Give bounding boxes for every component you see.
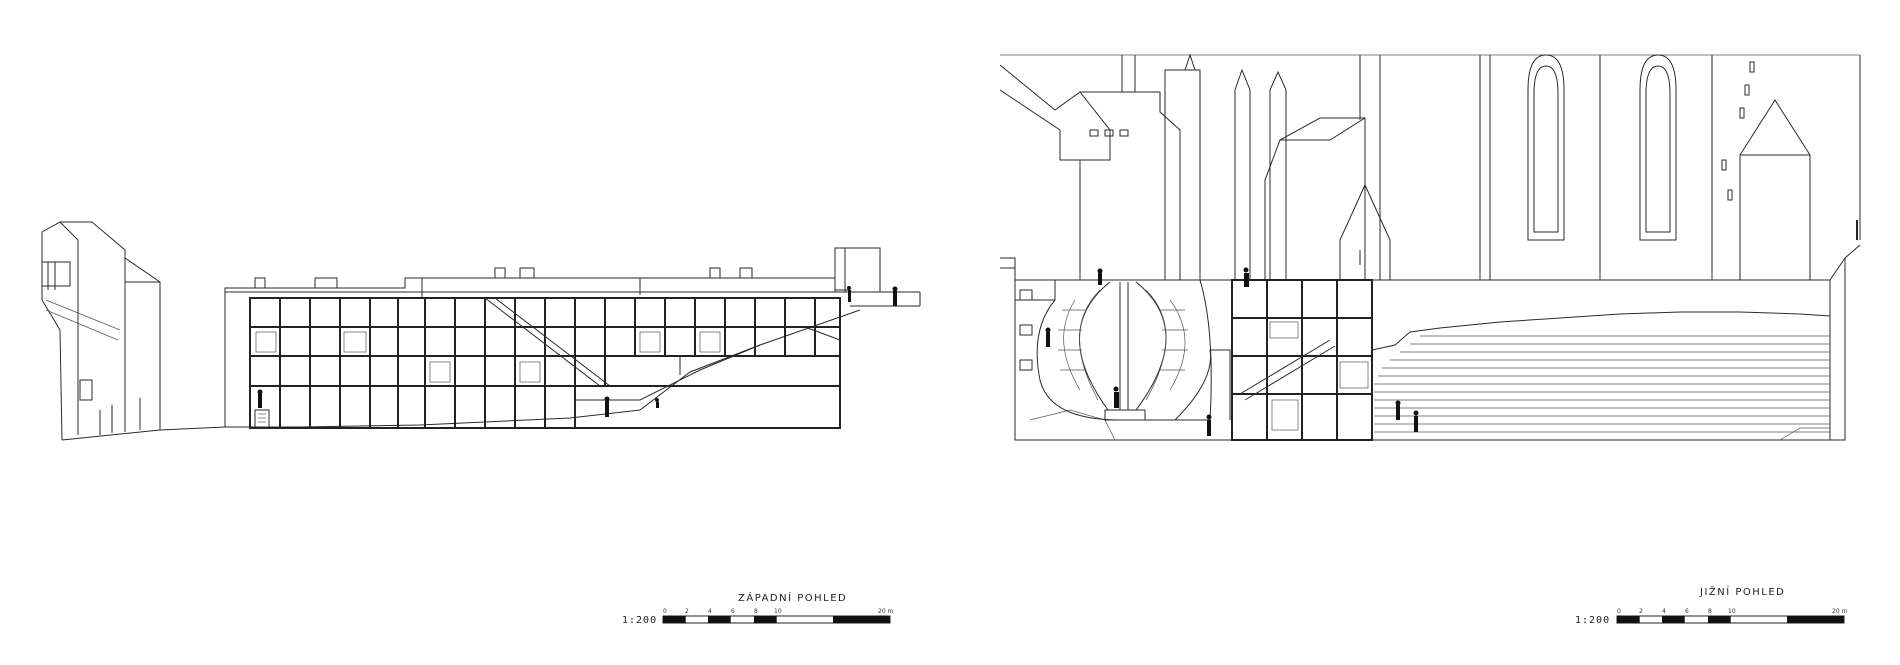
south-scale-ratio: 1:200 — [1575, 615, 1610, 626]
west-scale-bar: 0 2 4 6 8 10 20 m — [662, 608, 894, 624]
west-scale-tick: 4 — [708, 608, 712, 615]
west-facade-grid — [249, 297, 841, 429]
west-neighbour-house — [41, 221, 161, 441]
south-scale-tick: 10 — [1728, 608, 1736, 615]
west-scale-tick: 6 — [731, 608, 735, 615]
west-title-block: ZÁPADNÍ POHLED 1:200 0 2 4 6 8 10 20 m — [622, 591, 894, 626]
west-scale-tick: 0 — [663, 608, 667, 615]
south-scale-tick: 6 — [1685, 608, 1689, 615]
west-main-building — [224, 247, 921, 427]
west-people-figures — [257, 286, 898, 417]
south-title-block: JIŽNÍ POHLED 1:200 0 2 4 6 8 10 20 m — [1575, 585, 1848, 626]
south-scale-tick: 20 m — [1832, 608, 1848, 615]
south-elevation-drawing — [999, 53, 1861, 441]
west-scale-tick: 10 — [774, 608, 782, 615]
west-elevation-title: ZÁPADNÍ POHLED — [738, 591, 847, 604]
south-glass-box — [1231, 279, 1373, 441]
south-scale-tick: 4 — [1662, 608, 1666, 615]
south-oval-volume — [1036, 279, 1231, 421]
south-elevation-title: JIŽNÍ POHLED — [1699, 585, 1785, 598]
south-background-church — [999, 53, 1861, 280]
south-scale-bar: 0 2 4 6 8 10 20 m — [1616, 608, 1848, 624]
south-scale-tick: 8 — [1708, 608, 1712, 615]
west-scale-tick: 8 — [754, 608, 758, 615]
west-scale-tick: 20 m — [878, 608, 894, 615]
west-elevation-drawing — [41, 221, 921, 441]
south-stepped-terrace — [1371, 311, 1831, 441]
west-ground-line — [61, 309, 861, 441]
south-scale-tick: 0 — [1617, 608, 1621, 615]
south-scale-tick: 2 — [1639, 608, 1643, 615]
west-scale-ratio: 1:200 — [622, 615, 657, 626]
west-scale-tick: 2 — [685, 608, 689, 615]
south-people-figures — [1045, 267, 1419, 436]
south-podium — [1000, 244, 1861, 441]
